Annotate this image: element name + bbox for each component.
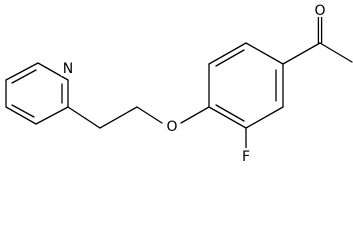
bond-ring-1: [245, 42, 284, 65]
bond-pyridine-3: [5, 62, 39, 81]
bond-pyridine-2: [37, 62, 69, 81]
bond-carbonyl-c-methyl: [319, 42, 353, 63]
atom-labels: O F O N: [61, 2, 327, 165]
bond-ch2-pyridine: [67, 106, 101, 129]
atom-fluorine: F: [242, 149, 250, 165]
bond-pyridine-5: [5, 106, 37, 125]
bond-ring-5: [245, 106, 284, 129]
bond-ring-ether-oxygen: [180, 106, 210, 124]
atom-nitrogen: N: [63, 61, 73, 77]
bond-acetyl-to-ring: [282, 42, 321, 65]
bond-pyridine-inner-3: [11, 104, 35, 118]
bond-ring-inner-1: [215, 49, 245, 67]
bond-ring-4: [208, 106, 247, 129]
bond-pyridine-6: [35, 106, 69, 125]
bond-ch2-ch2: [99, 106, 138, 129]
bonds: [5, 16, 353, 151]
bond-ring-inner-2: [215, 104, 245, 122]
bond-pyridine-inner-2: [11, 69, 37, 84]
bond-ether-oxygen-ch2: [136, 106, 163, 124]
atom-oxygen-ether: O: [166, 119, 177, 135]
chemical-structure-diagram: O F O N: [5, 2, 353, 165]
atom-oxygen-carbonyl: O: [314, 3, 325, 19]
bond-ring-2: [208, 42, 247, 65]
